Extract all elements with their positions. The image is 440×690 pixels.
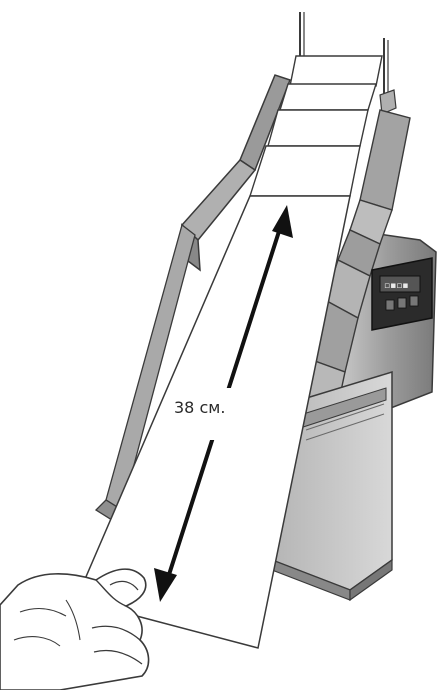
measurement-label: 38 см. (174, 398, 226, 417)
svg-text:▫▪▫▪: ▫▪▫▪ (384, 281, 408, 291)
control-panel: ▫▪▫▪ (371, 257, 433, 331)
measurement-label-box (170, 388, 274, 440)
label-stock (249, 55, 383, 197)
hand-icon (0, 568, 150, 690)
left-guide-rail (94, 74, 291, 521)
